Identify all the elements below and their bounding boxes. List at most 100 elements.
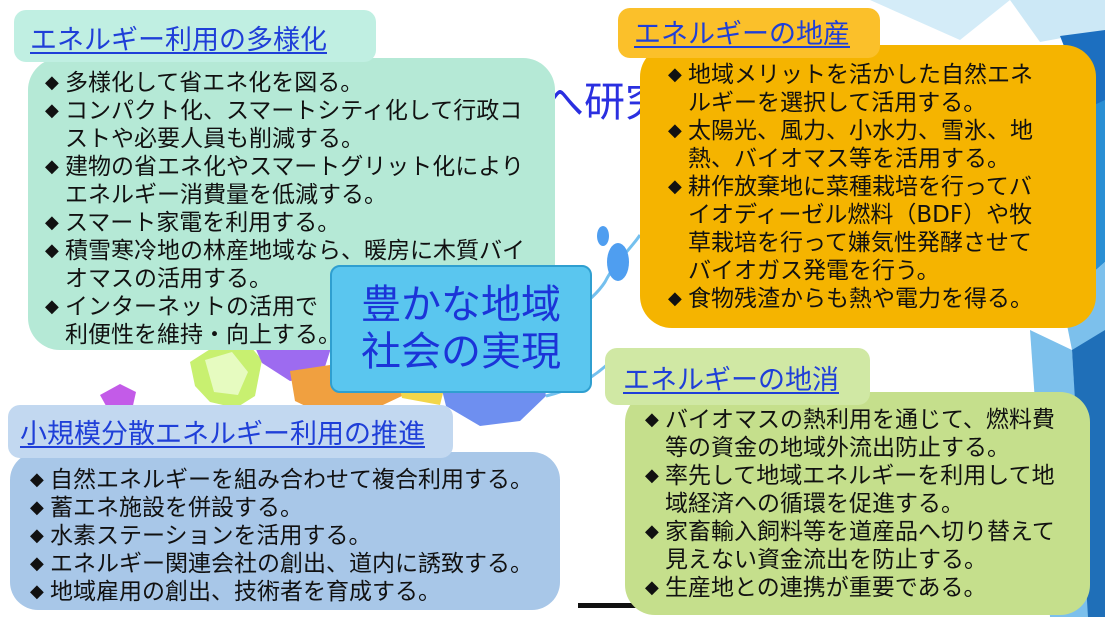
- bullet-line: ストや必要人員も削減する。: [65, 126, 364, 152]
- bullet-text: コンパクト化、スマートシティ化して行政コ ストや必要人員も削減する。: [65, 97, 555, 153]
- bullet-item: ◆ 太陽光、風力、小水力、雪氷、地 熱、バイオマス等を活用する。: [668, 117, 1096, 173]
- diamond-bullet-icon: ◆: [668, 176, 682, 197]
- bullet-item: ◆ 食物残渣からも熱や電力を得る。: [668, 285, 1096, 313]
- center-goal-line: 社会の実現: [361, 329, 561, 375]
- bullet-text: 地域雇用の創出、技術者を育成する。: [50, 578, 560, 606]
- diamond-bullet-icon: ◆: [45, 240, 59, 261]
- bullet-text: 耕作放棄地に菜種栽培を行ってバ イオディーゼル燃料（BDF）や牧 草栽培を行って…: [688, 173, 1096, 285]
- bullet-line: バイオガス発電を行う。: [688, 258, 940, 284]
- diamond-bullet-icon: ◆: [45, 296, 59, 317]
- bullet-line: 自然エネルギーを組み合わせて複合利用する。: [50, 467, 533, 493]
- bullet-line: ルギーを選択して活用する。: [688, 90, 987, 116]
- bullet-text: 家畜輸入飼料等を道産品へ切り替えて 見えない資金流出を防止する。: [665, 518, 1090, 574]
- bullet-text: スマート家電を利用する。: [65, 209, 555, 237]
- local-production-tab: エネルギーの地産: [618, 8, 880, 58]
- bullet-line: 地域メリットを活かした自然エネ: [688, 62, 1033, 88]
- bullet-line: スマート家電を利用する。: [65, 210, 341, 236]
- deco-triangle: [870, 0, 1010, 40]
- diversification-tab: エネルギー利用の多様化: [14, 10, 376, 62]
- map-region-pale-green: [205, 352, 248, 395]
- bullet-item: ◆ バイオマスの熱利用を通じて、燃料費 等の資金の地域外流出防止する。: [645, 406, 1090, 462]
- diamond-bullet-icon: ◆: [45, 156, 59, 177]
- diamond-bullet-icon: ◆: [30, 525, 44, 546]
- bullet-item: ◆ 地域雇用の創出、技術者を育成する。: [30, 578, 560, 606]
- bullet-text: バイオマスの熱利用を通じて、燃料費 等の資金の地域外流出防止する。: [665, 406, 1090, 462]
- bullet-text: 多様化して省エネ化を図る。: [65, 69, 555, 97]
- diamond-bullet-icon: ◆: [645, 577, 659, 598]
- bullet-line: 域経済への循環を促進する。: [665, 491, 964, 517]
- bullet-text: 蓄エネ施設を併設する。: [50, 494, 560, 522]
- diamond-bullet-icon: ◆: [45, 212, 59, 233]
- bullet-text: 水素ステーションを活用する。: [50, 522, 560, 550]
- bullet-item: ◆ 生産地との連携が重要である。: [645, 574, 1090, 602]
- decentralized-tab: 小規模分散エネルギー利用の推進: [8, 405, 453, 458]
- bullet-line: 見えない資金流出を防止する。: [665, 547, 987, 573]
- diamond-bullet-icon: ◆: [645, 465, 659, 486]
- diamond-bullet-icon: ◆: [645, 409, 659, 430]
- bullet-text: 建物の省エネ化やスマートグリット化により エネルギー消費量を低減する。: [65, 153, 555, 209]
- decentralized-panel: ◆ 自然エネルギーを組み合わせて複合利用する。 ◆ 蓄エネ施設を併設する。 ◆ …: [10, 452, 560, 610]
- bullet-line: 多様化して省エネ化を図る。: [65, 70, 364, 96]
- bullet-line: 建物の省エネ化やスマートグリット化により: [65, 154, 524, 180]
- local-production-panel: ◆ 地域メリットを活かした自然エネ ルギーを選択して活用する。 ◆ 太陽光、風力…: [640, 45, 1096, 328]
- bullet-item: ◆ スマート家電を利用する。: [45, 209, 555, 237]
- bullet-item: ◆ 積雪寒冷地の林産地域なら、暖房に木質バイ オマスの活用する。: [45, 237, 555, 293]
- diversification-title: エネルギー利用の多様化: [30, 25, 327, 56]
- bullet-item: ◆ 多様化して省エネ化を図る。: [45, 69, 555, 97]
- local-consumption-title: エネルギーの地消: [623, 365, 839, 396]
- bottom-line: [578, 603, 656, 608]
- bullet-line: バイオマスの熱利用を通じて、燃料費: [665, 407, 1055, 433]
- bullet-line: イオディーゼル燃料（BDF）や牧: [688, 202, 1033, 228]
- bullet-item: ◆ 家畜輸入飼料等を道産品へ切り替えて 見えない資金流出を防止する。: [645, 518, 1090, 574]
- diamond-bullet-icon: ◆: [668, 288, 682, 309]
- bullet-item: ◆ インターネットの活用で 利便性を維持・向上する。: [45, 293, 555, 349]
- bullet-line: 草栽培を行って嫌気性発酵させて: [688, 230, 1032, 256]
- bullet-line: インターネットの活用で: [65, 294, 318, 320]
- bullet-item: ◆ コンパクト化、スマートシティ化して行政コ ストや必要人員も削減する。: [45, 97, 555, 153]
- diamond-bullet-icon: ◆: [30, 497, 44, 518]
- center-goal-box: 豊かな地域 社会の実現: [330, 265, 592, 393]
- bullet-line: 水素ステーションを活用する。: [50, 523, 372, 549]
- local-production-title: エネルギーの地産: [634, 19, 850, 50]
- bullet-text: 地域メリットを活かした自然エネ ルギーを選択して活用する。: [688, 61, 1096, 117]
- bullet-item: ◆ エネルギー関連会社の創出、道内に誘致する。: [30, 550, 560, 578]
- diamond-bullet-icon: ◆: [30, 581, 44, 602]
- bullet-line: 太陽光、風力、小水力、雪氷、地: [688, 118, 1033, 144]
- bullet-line: 熱、バイオマス等を活用する。: [688, 146, 1010, 172]
- bullet-item: ◆ 自然エネルギーを組み合わせて複合利用する。: [30, 466, 560, 494]
- bullet-text: 積雪寒冷地の林産地域なら、暖房に木質バイ オマスの活用する。: [65, 237, 555, 293]
- bullet-line: 耕作放棄地に菜種栽培を行ってバ: [688, 174, 1032, 200]
- diamond-bullet-icon: ◆: [30, 553, 44, 574]
- bullet-line: オマスの活用する。: [65, 266, 272, 292]
- local-consumption-panel: ◆ バイオマスの熱利用を通じて、燃料費 等の資金の地域外流出防止する。 ◆ 率先…: [625, 392, 1090, 615]
- diamond-bullet-icon: ◆: [668, 64, 682, 85]
- bullet-line: 地域雇用の創出、技術者を育成する。: [50, 579, 441, 605]
- bullet-line: 生産地との連携が重要である。: [665, 575, 987, 601]
- bullet-text: 生産地との連携が重要である。: [665, 574, 1090, 602]
- local-consumption-tab: エネルギーの地消: [605, 348, 870, 405]
- bullet-line: 等の資金の地域外流出防止する。: [665, 435, 1010, 461]
- bullet-text: インターネットの活用で 利便性を維持・向上する。: [65, 293, 555, 349]
- bullet-text: エネルギー関連会社の創出、道内に誘致する。: [50, 550, 560, 578]
- bullet-line: エネルギー関連会社の創出、道内に誘致する。: [50, 551, 533, 577]
- diamond-bullet-icon: ◆: [645, 521, 659, 542]
- center-goal-line: 豊かな地域: [361, 282, 561, 328]
- bullet-line: 蓄エネ施設を併設する。: [50, 495, 303, 521]
- deco-triangle: [1010, 0, 1105, 42]
- map-region-blue-small: [607, 243, 629, 281]
- bullet-item: ◆ 蓄エネ施設を併設する。: [30, 494, 560, 522]
- diamond-bullet-icon: ◆: [668, 120, 682, 141]
- bullet-text: 自然エネルギーを組み合わせて複合利用する。: [50, 466, 560, 494]
- bullet-item: ◆ 地域メリットを活かした自然エネ ルギーを選択して活用する。: [668, 61, 1096, 117]
- diamond-bullet-icon: ◆: [30, 469, 44, 490]
- bullet-line: 率先して地域エネルギーを利用して地: [665, 463, 1055, 489]
- bullet-line: 家畜輸入飼料等を道産品へ切り替えて: [665, 519, 1055, 545]
- bullet-line: 食物残渣からも熱や電力を得る。: [688, 286, 1033, 312]
- bullet-line: 利便性を維持・向上する。: [65, 322, 341, 348]
- bullet-item: ◆ 率先して地域エネルギーを利用して地 域経済への循環を促進する。: [645, 462, 1090, 518]
- decentralized-title: 小規模分散エネルギー利用の推進: [20, 419, 425, 450]
- bullet-item: ◆ 建物の省エネ化やスマートグリット化により エネルギー消費量を低減する。: [45, 153, 555, 209]
- bullet-text: 率先して地域エネルギーを利用して地 域経済への循環を促進する。: [665, 462, 1090, 518]
- bullet-text: 食物残渣からも熱や電力を得る。: [688, 285, 1096, 313]
